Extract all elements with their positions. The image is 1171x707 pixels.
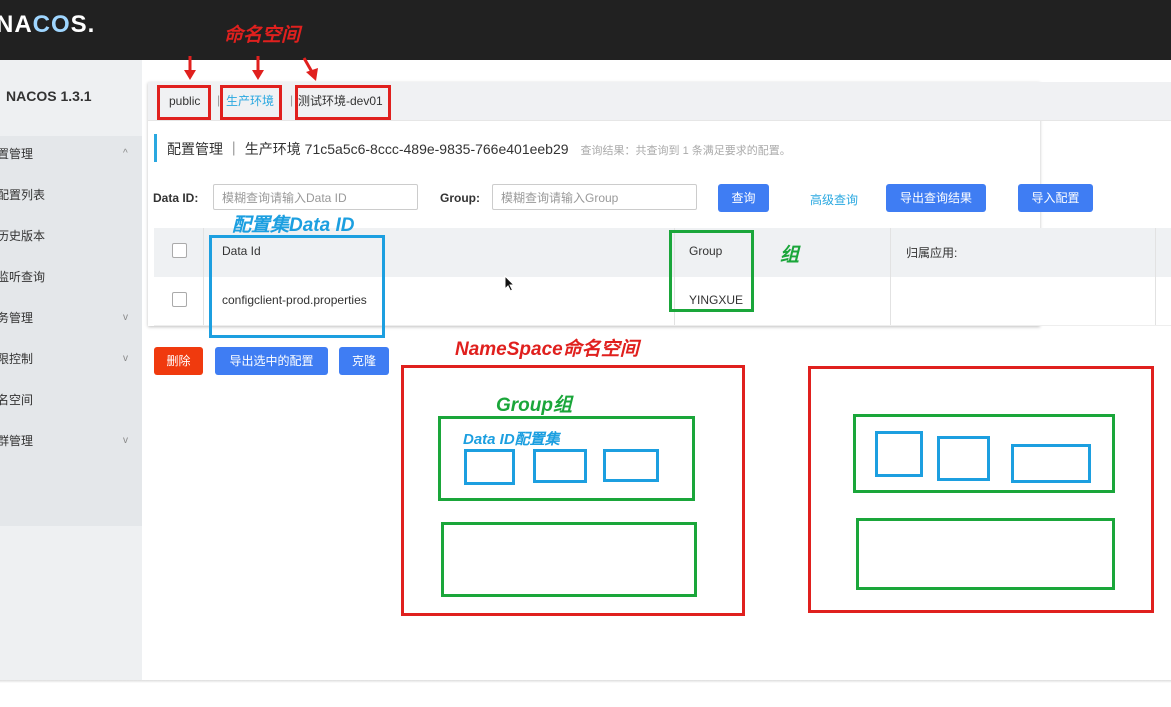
- logo-text-highlight: CO: [32, 11, 71, 38]
- top-nav-bar: [0, 0, 1171, 60]
- column-divider: [890, 228, 891, 325]
- import-config-button[interactable]: 导入配置: [1018, 184, 1093, 212]
- sidebar-item-namespace[interactable]: 名空间: [0, 388, 142, 412]
- logo-text-end: S.: [70, 11, 96, 38]
- page-title-text: 配置管理 ｜ 生产环境 71c5a5c6-8ccc-489e-9835-766e…: [167, 141, 569, 157]
- annotation-group-en: Group组: [496, 395, 572, 416]
- sidebar-item-label: 限控制: [0, 352, 34, 366]
- diagram-dataid-box: [1011, 444, 1091, 483]
- column-header-app[interactable]: 归属应用:: [906, 246, 958, 260]
- logo-text-start: NA: [0, 11, 33, 38]
- sidebar-item-cluster-management[interactable]: 群管理 v: [0, 429, 142, 453]
- dataid-label: Data ID:: [153, 191, 199, 205]
- diagram-group-box-2b: [856, 518, 1115, 590]
- namespace-tabs: [148, 82, 1171, 121]
- chevron-down-icon: v: [123, 435, 128, 446]
- annotation-box-prod: [220, 85, 282, 120]
- sidebar-item-history[interactable]: 历史版本: [0, 224, 142, 248]
- diagram-group-box-1b: [441, 522, 697, 597]
- annotation-box-test: [295, 85, 391, 120]
- query-button[interactable]: 查询: [718, 184, 769, 212]
- page-bottom-divider: [0, 680, 1171, 683]
- sidebar-item-access-control[interactable]: 限控制 v: [0, 347, 142, 371]
- annotation-box-public: [157, 85, 211, 120]
- sidebar-item-config-list[interactable]: 配置列表: [0, 183, 142, 207]
- sidebar-item-config-management[interactable]: 置管理 ^: [0, 142, 142, 166]
- title-accent-bar: [154, 134, 157, 162]
- export-results-button[interactable]: 导出查询结果: [886, 184, 986, 212]
- nacos-logo[interactable]: NACOS.: [0, 10, 95, 40]
- tab-separator: |: [217, 93, 221, 107]
- annotation-box-group: [669, 230, 754, 312]
- annotation-namespace-cn: 命名空间: [224, 25, 301, 46]
- annotation-arrows: [184, 56, 318, 81]
- sidebar-item-listener-query[interactable]: 监听查询: [0, 265, 142, 289]
- advanced-query-link[interactable]: 高级查询: [810, 193, 859, 207]
- annotation-namespace-en: NameSpace命名空间: [455, 339, 639, 360]
- group-label: Group:: [440, 191, 480, 205]
- chevron-up-icon: ^: [123, 148, 128, 159]
- dataid-search-input[interactable]: 模糊查询请输入Data ID: [213, 184, 418, 210]
- diagram-dataid-box: [533, 449, 587, 483]
- column-header-dataid[interactable]: Data Id: [222, 244, 261, 258]
- diagram-dataid-box: [464, 449, 515, 485]
- tab-prod[interactable]: 生产环境: [226, 94, 275, 108]
- sidebar-item-label: 配置列表: [0, 188, 46, 202]
- chevron-down-icon: v: [123, 353, 128, 364]
- group-search-input[interactable]: 模糊查询请输入Group: [492, 184, 697, 210]
- sidebar-item-service-management[interactable]: 务管理 v: [0, 306, 142, 330]
- delete-button[interactable]: 删除: [154, 347, 203, 375]
- tab-separator: |: [290, 93, 294, 107]
- mouse-cursor-icon: [504, 275, 516, 292]
- app-version: NACOS 1.3.1: [6, 88, 92, 104]
- diagram-dataid-box: [603, 449, 659, 482]
- table-row[interactable]: [154, 277, 1171, 326]
- sidebar-item-label: 置管理: [0, 147, 34, 161]
- annotation-dataid-set: 配置集Data ID: [232, 215, 355, 236]
- export-selected-button[interactable]: 导出选中的配置: [215, 347, 328, 375]
- column-divider: [203, 228, 204, 325]
- column-divider: [674, 228, 675, 325]
- annotation-group-cn: 组: [780, 245, 800, 266]
- sidebar-item-label: 历史版本: [0, 229, 46, 243]
- clone-button[interactable]: 克隆: [339, 347, 389, 375]
- sidebar-item-label: 监听查询: [0, 270, 46, 284]
- annotation-dataid-cn: Data ID配置集: [463, 431, 560, 448]
- diagram-namespace-box-2: [808, 366, 1154, 613]
- diagram-dataid-box: [875, 431, 923, 477]
- diagram-namespace-box-1: [401, 365, 745, 616]
- tab-public[interactable]: public: [169, 94, 201, 108]
- page-title: 配置管理 ｜ 生产环境 71c5a5c6-8ccc-489e-9835-766e…: [167, 139, 791, 159]
- diagram-group-box-1a: [438, 416, 695, 501]
- sidebar-item-label: 名空间: [0, 393, 34, 407]
- select-all-checkbox[interactable]: [172, 243, 187, 258]
- tab-test-dev01[interactable]: 测试环境-dev01: [298, 94, 383, 108]
- sidebar-item-label: 群管理: [0, 434, 34, 448]
- diagram-dataid-box: [937, 436, 990, 481]
- chevron-down-icon: v: [123, 312, 128, 323]
- sidebar-item-label: 务管理: [0, 311, 34, 325]
- annotation-box-dataid: [209, 235, 385, 338]
- column-header-group[interactable]: Group: [689, 244, 723, 258]
- query-result-hint: 查询结果：共查询到 1 条满足要求的配置。: [580, 145, 791, 157]
- row-checkbox[interactable]: [172, 292, 187, 307]
- column-divider: [1155, 228, 1156, 325]
- sidebar-menu-highlight: [0, 136, 142, 526]
- diagram-group-box-2a: [853, 414, 1115, 493]
- sidebar: NACOS 1.3.1: [0, 60, 142, 680]
- cell-group: YINGXUE: [689, 293, 744, 307]
- cell-dataid: configclient-prod.properties: [222, 293, 367, 307]
